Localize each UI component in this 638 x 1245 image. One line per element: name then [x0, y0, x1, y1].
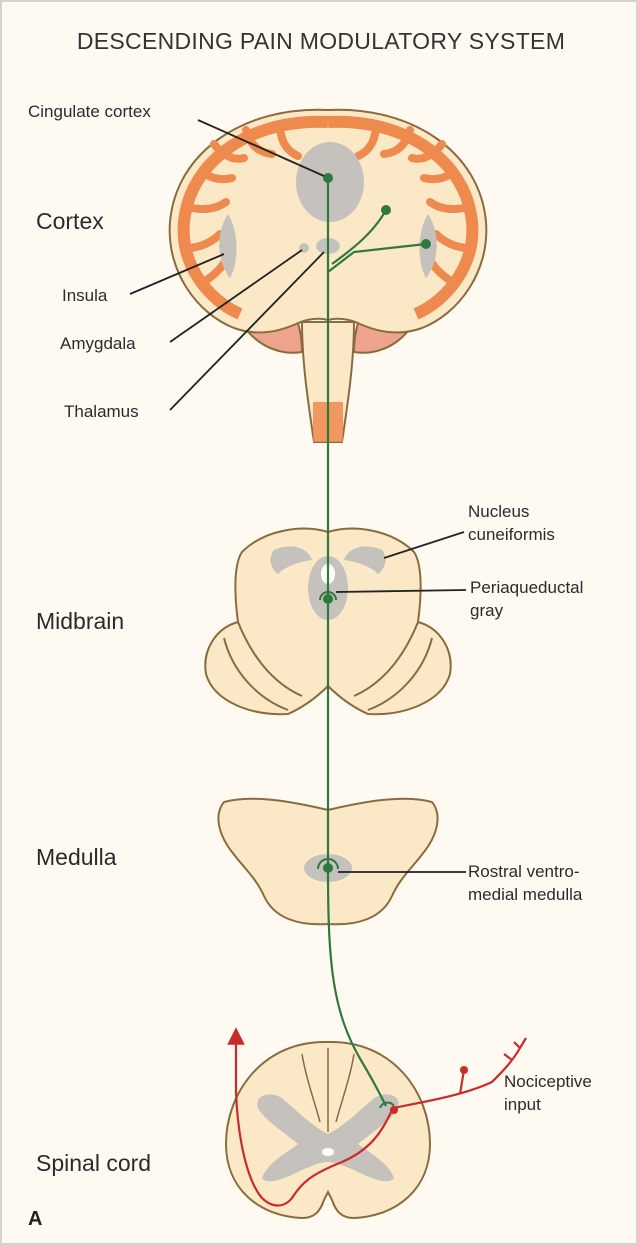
panel-label: A — [28, 1208, 42, 1231]
label-nucleus-cuneiformis: Nucleus cuneiformis — [468, 500, 555, 546]
region-label-midbrain: Midbrain — [36, 608, 124, 634]
dorsal-horn-red-node — [390, 1106, 398, 1114]
afferent-ending-node — [460, 1066, 468, 1074]
insula-node — [421, 239, 431, 249]
region-label-medulla: Medulla — [36, 844, 117, 870]
label-nociceptive-line2: input — [504, 1093, 592, 1116]
label-nucleus-cuneiformis-line2: cuneiformis — [468, 523, 555, 546]
label-thalamus: Thalamus — [64, 400, 139, 423]
label-nociceptive-line1: Nociceptive — [504, 1070, 592, 1093]
region-label-cortex: Cortex — [36, 208, 104, 234]
label-nociceptive-input: Nociceptive input — [504, 1070, 592, 1116]
pag-node — [323, 594, 333, 604]
label-insula: Insula — [62, 284, 107, 307]
central-canal — [322, 1148, 334, 1156]
label-rvm-line2: medial medulla — [468, 883, 582, 906]
label-amygdala: Amygdala — [60, 332, 136, 355]
label-cingulate-cortex: Cingulate cortex — [28, 100, 151, 123]
cortex-node — [381, 205, 391, 215]
region-label-spinal-cord: Spinal cord — [36, 1150, 151, 1176]
label-pag-line1: Periaqueductal — [470, 576, 583, 599]
cingulate-node — [323, 173, 333, 183]
label-nucleus-cuneiformis-line1: Nucleus — [468, 500, 555, 523]
label-pag-line2: gray — [470, 599, 583, 622]
label-rvm-line1: Rostral ventro- — [468, 860, 582, 883]
label-rostral-ventromedial-medulla: Rostral ventro- medial medulla — [468, 860, 582, 906]
rvm-node — [323, 863, 333, 873]
label-periaqueductal-gray: Periaqueductal gray — [470, 576, 583, 622]
